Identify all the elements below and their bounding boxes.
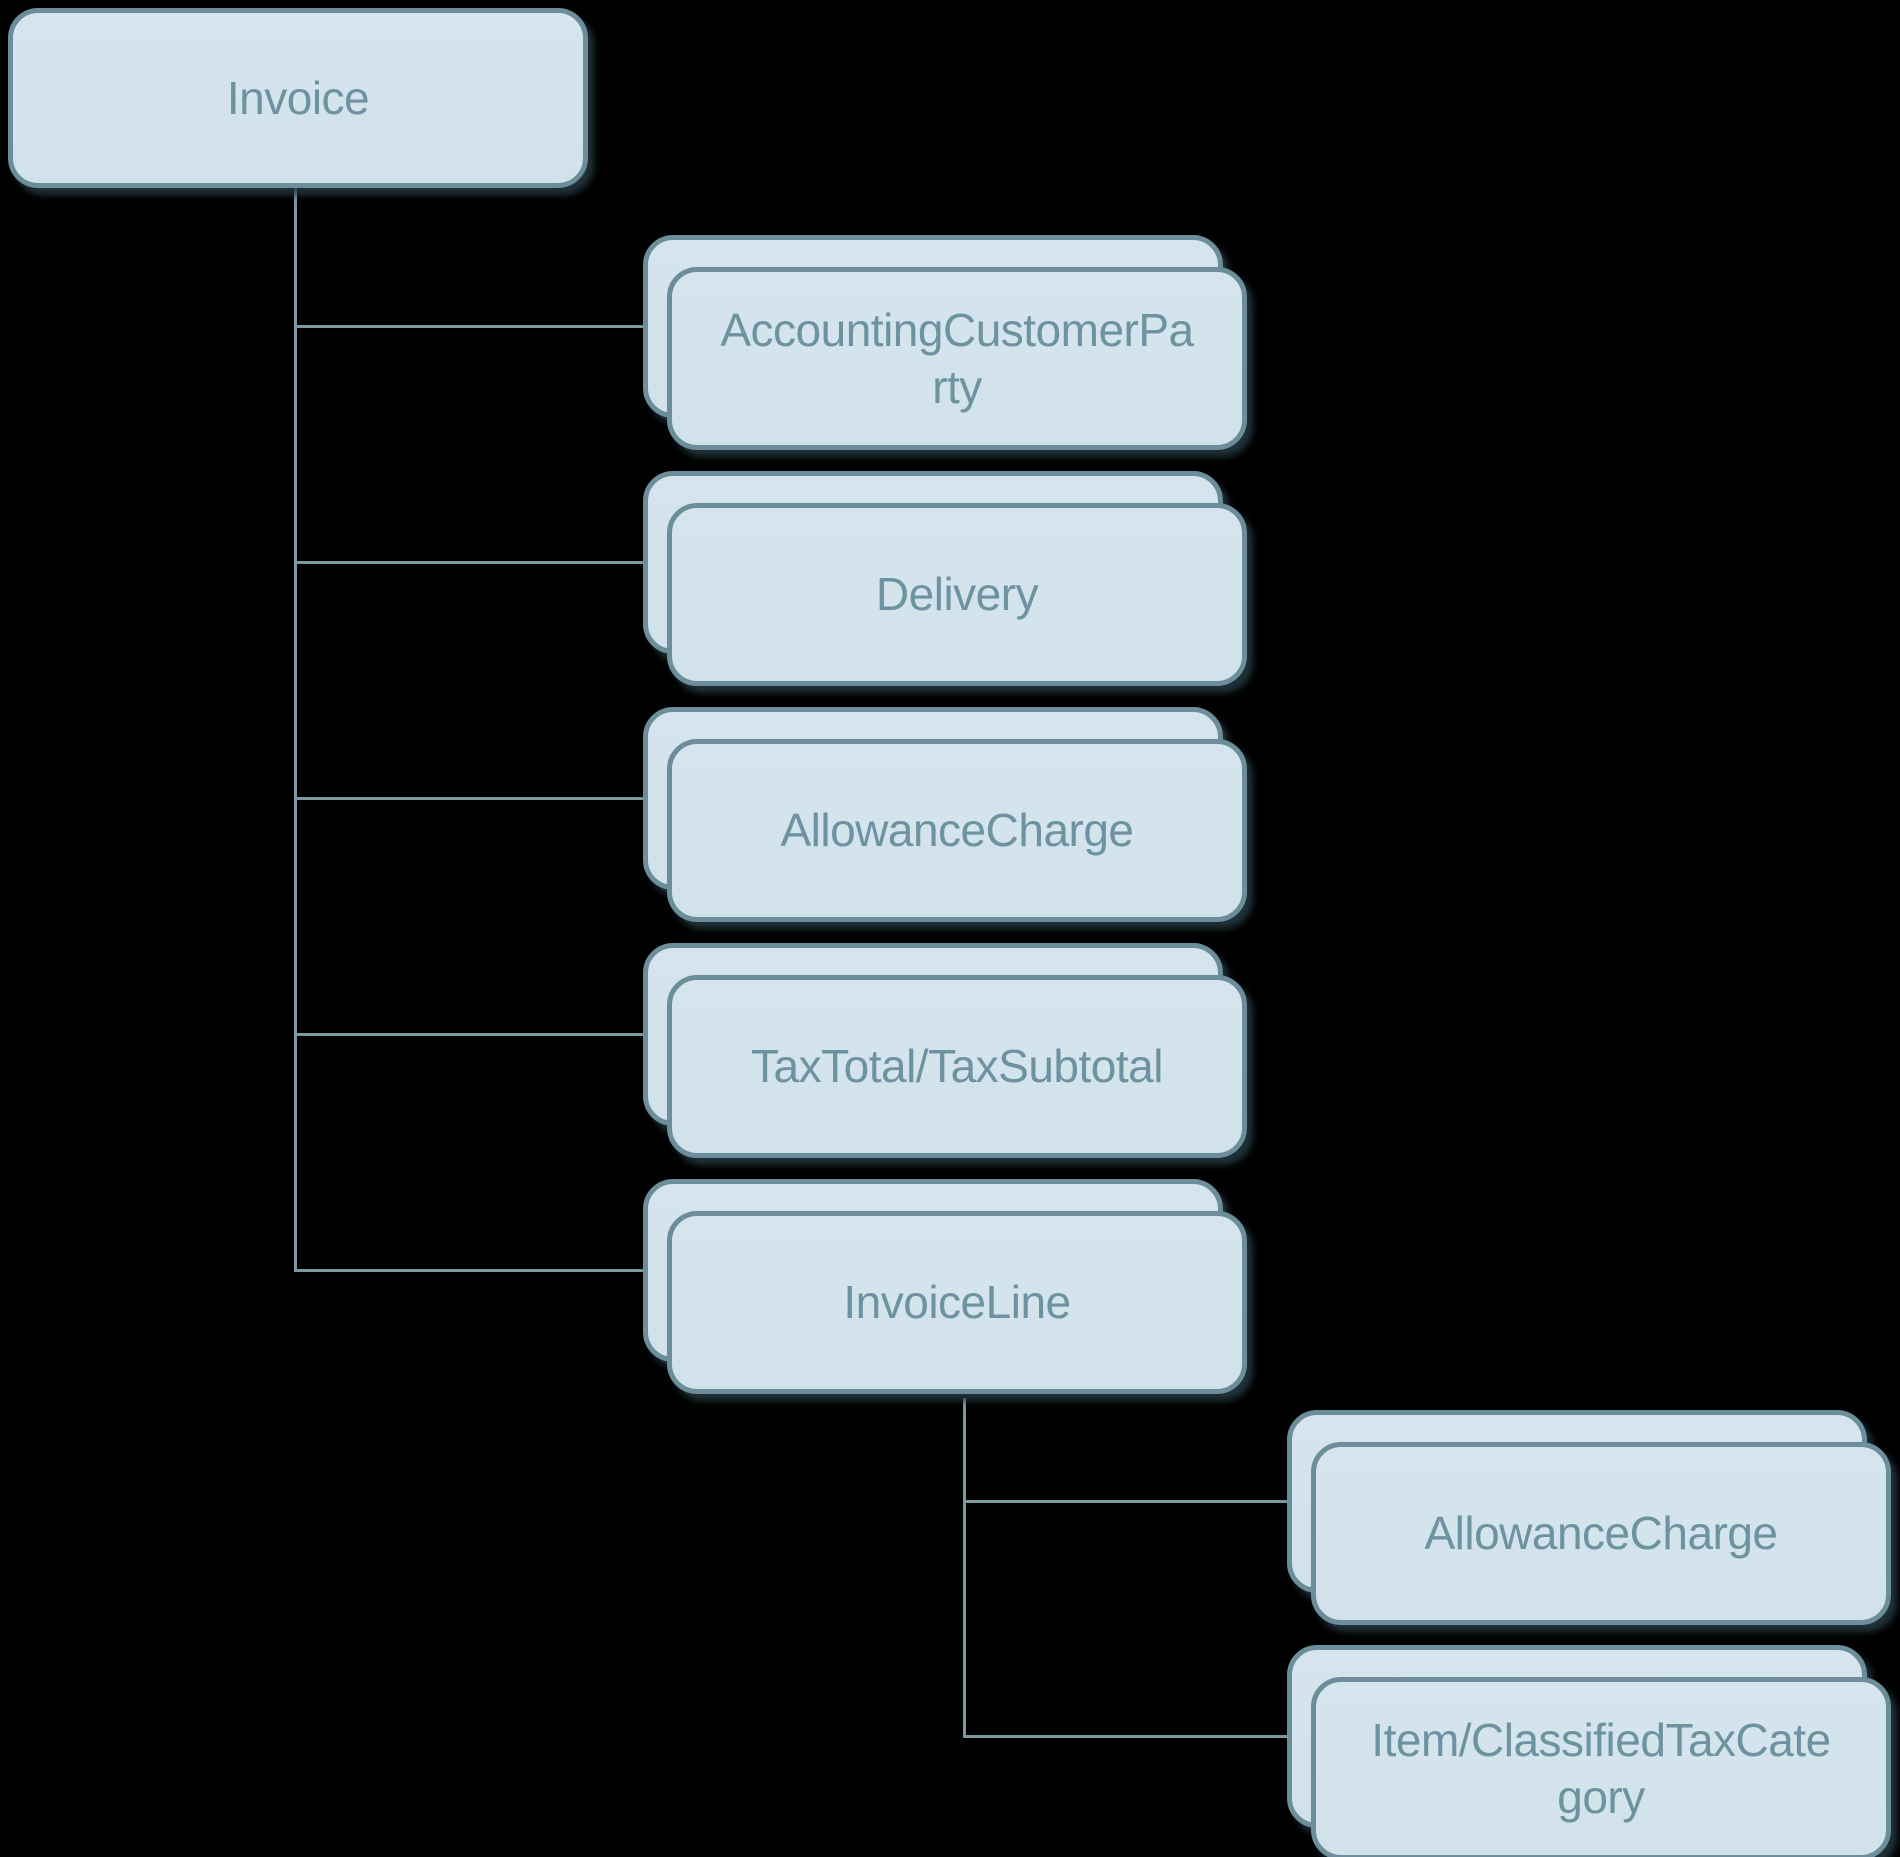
connector-branch-allowance-charge — [294, 797, 645, 800]
node-allowance-charge: AllowanceCharge — [643, 707, 1271, 927]
connector-branch-item-classified-tax-category — [963, 1735, 1289, 1738]
node-invoice-label: Invoice — [226, 71, 370, 124]
node-accounting-customer-party: AccountingCustomerPa rty — [643, 235, 1271, 455]
node-invoice: Invoice — [8, 8, 588, 188]
stack-front-card: Item/ClassifiedTaxCate gory — [1311, 1677, 1891, 1857]
node-delivery: Delivery — [643, 471, 1271, 691]
node-invoice-line: InvoiceLine — [643, 1179, 1271, 1399]
connector-invoice-line-trunk — [963, 1398, 966, 1737]
stack-front-card: AllowanceCharge — [1311, 1442, 1891, 1625]
stack-front-card: AllowanceCharge — [667, 739, 1247, 922]
node-accounting-customer-party-label: AccountingCustomerPa rty — [720, 304, 1194, 413]
stack-front-card: Delivery — [667, 503, 1247, 686]
node-item-classified-tax-category: Item/ClassifiedTaxCate gory — [1287, 1645, 1900, 1857]
connector-invoice-trunk — [294, 188, 297, 1271]
connector-branch-line-allowance-charge — [963, 1500, 1289, 1503]
node-item-classified-tax-category-label: Item/ClassifiedTaxCate gory — [1371, 1714, 1831, 1823]
stack-front-card: TaxTotal/TaxSubtotal — [667, 975, 1247, 1158]
stack-front-card: AccountingCustomerPa rty — [667, 267, 1247, 450]
connector-branch-accounting-customer-party — [294, 325, 645, 328]
connector-branch-invoice-line — [294, 1269, 645, 1272]
stack-front-card: InvoiceLine — [667, 1211, 1247, 1394]
node-invoice-line-label: InvoiceLine — [843, 1276, 1071, 1329]
node-delivery-label: Delivery — [875, 568, 1039, 621]
connector-branch-tax-total-tax-subtotal — [294, 1033, 645, 1036]
node-line-allowance-charge: AllowanceCharge — [1287, 1410, 1900, 1630]
node-allowance-charge-label: AllowanceCharge — [780, 804, 1134, 857]
connector-branch-delivery — [294, 561, 645, 564]
node-line-allowance-charge-label: AllowanceCharge — [1424, 1507, 1778, 1560]
node-tax-total-tax-subtotal: TaxTotal/TaxSubtotal — [643, 943, 1271, 1163]
node-tax-total-tax-subtotal-label: TaxTotal/TaxSubtotal — [751, 1040, 1163, 1093]
